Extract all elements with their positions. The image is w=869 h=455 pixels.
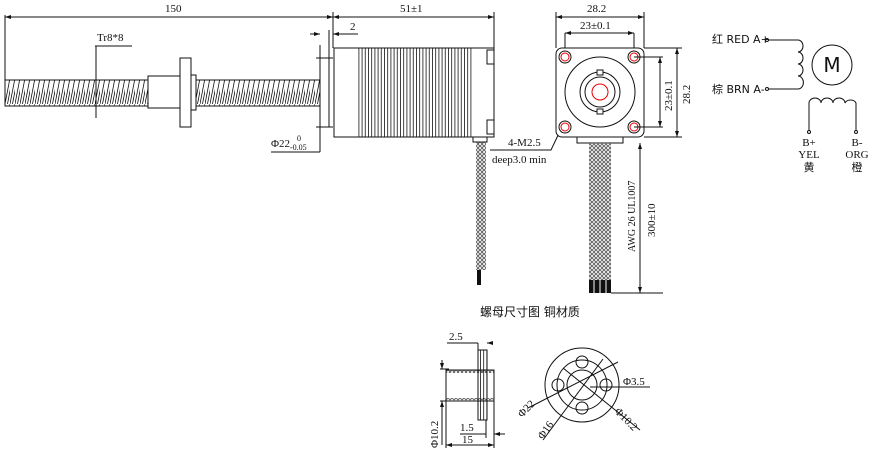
nut-shoulder: 1.5 [460, 422, 474, 434]
nut-length: 15 [462, 434, 474, 446]
wiring-schematic: 红 RED A+ 棕 BRN A- M B+ YEL 黄 B- ORG 橙 [712, 33, 869, 174]
pilot-diameter: Φ22 [271, 138, 290, 150]
nut-front-outline [544, 347, 620, 423]
lead-wires [589, 143, 611, 280]
motor-symbol [811, 44, 853, 86]
coil-b [808, 97, 857, 131]
thread-spec-label: Tr8*8 [97, 32, 124, 44]
mount-holes [558, 50, 641, 134]
dim-flange-thickness: 2 [350, 21, 356, 33]
terminal-a-minus: 棕 BRN A- [712, 82, 765, 96]
terminal-a-plus: 红 RED A+ [712, 33, 770, 46]
nut-hole-dia: Φ3.5 [623, 376, 645, 388]
hole-depth: deep3.0 min [492, 154, 547, 166]
front-width: 28.2 [587, 3, 606, 15]
dim-motor-length: 51±1 [400, 3, 423, 15]
terminal-b-minus: B- [852, 137, 863, 149]
lead-screw [4, 79, 149, 107]
nut-caption: 螺母尺寸图 铜材质 [480, 304, 580, 319]
front-view: 28.2 23±0.1 23±0.1 28.2 AWG 26 UL1007 30… [555, 3, 693, 294]
wire-spec: AWG 26 UL1007 [627, 181, 638, 252]
pilot-tol-upper: 0 [297, 134, 301, 143]
pilot-tol-lower: -0.05 [290, 143, 307, 152]
terminal-b-plus-color: YEL [798, 149, 820, 161]
hole-spec: 4-M2.5 [508, 137, 541, 149]
nut-pcd: Φ16 [536, 419, 557, 442]
motor-symbol-label: M [823, 53, 840, 77]
hole-spacing-v: 23±0.1 [663, 80, 675, 111]
terminal-b-plus: B+ [802, 137, 816, 149]
hole-spacing-h: 23±0.1 [580, 20, 611, 32]
nut-bore: Φ10.2 [429, 421, 441, 448]
nut-flange-width: 2.5 [449, 331, 463, 343]
lead-screw [195, 79, 321, 107]
nut-flange-dia: Φ22 [516, 398, 538, 420]
nut-detail: 螺母尺寸图 铜材质 Φ10.2 2.5 1.5 15 Φ3.5 Φ22 Φ16 … [429, 304, 650, 448]
nut-flange [179, 57, 192, 128]
side-view: 150 51±1 2 Tr8*8 Φ22 0 -0.05 [4, 3, 562, 285]
nut-bore-front: Φ10.2 [612, 406, 640, 434]
terminal-b-plus-cn: 黄 [804, 160, 815, 174]
terminal-b-minus-color: ORG [845, 149, 868, 161]
nut-body [147, 75, 182, 109]
coil-a [797, 39, 804, 90]
dim-overall-length: 150 [165, 3, 182, 15]
front-height: 28.2 [681, 85, 693, 104]
wire-length: 300±10 [646, 203, 658, 237]
terminal-b-minus-cn: 橙 [852, 160, 863, 174]
lead-wire [476, 142, 486, 270]
